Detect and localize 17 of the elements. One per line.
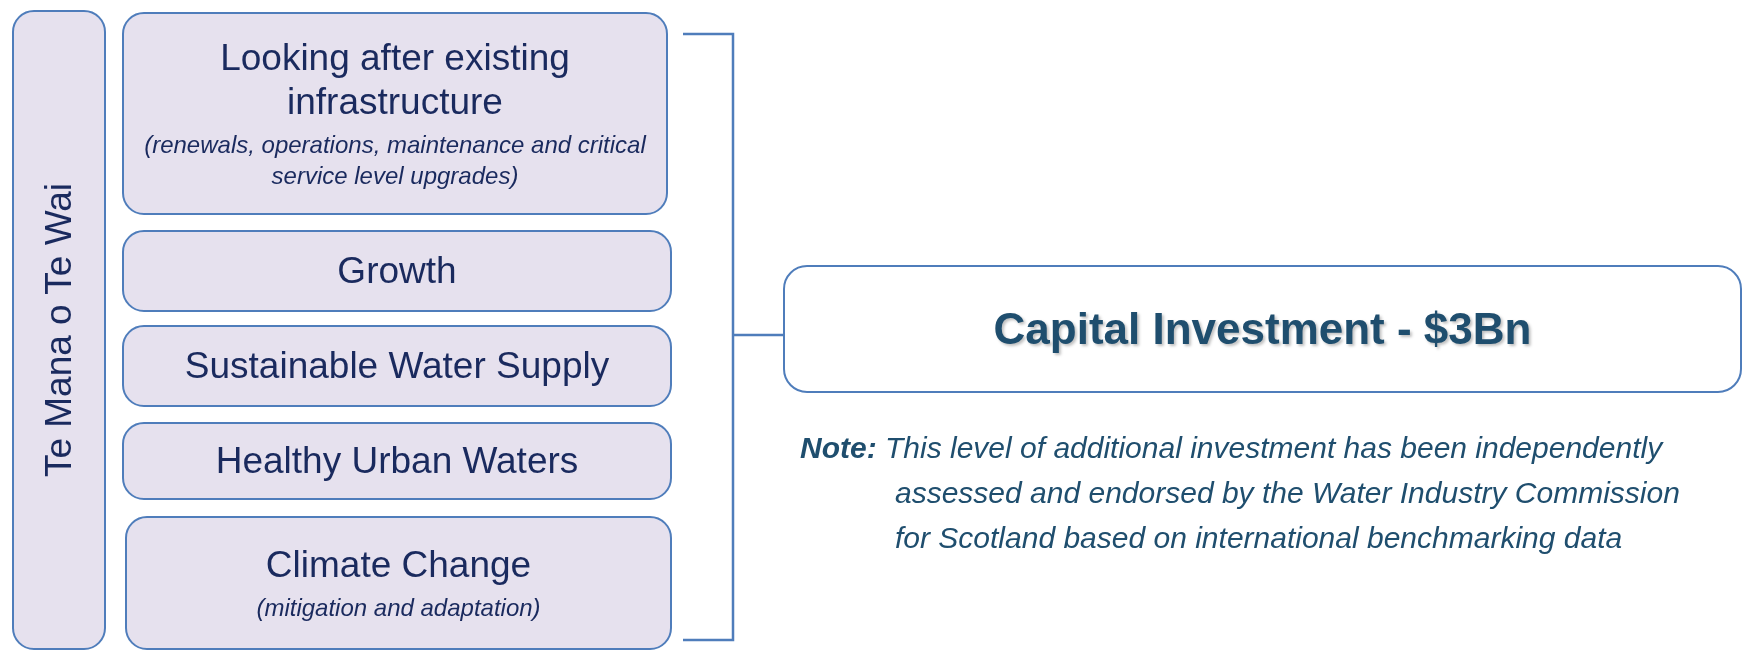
box-title: Healthy Urban Waters xyxy=(215,438,579,483)
category-box xyxy=(122,230,672,312)
box-title: Looking after existing infrastructure xyxy=(219,35,571,125)
box-title: Climate Change xyxy=(265,543,532,588)
result-box xyxy=(783,265,1742,393)
category-box xyxy=(122,12,668,215)
box-title: Growth xyxy=(337,248,457,293)
box-title: Sustainable Water Supply xyxy=(184,343,610,388)
note-text: Note: This level of additional investment has been independently assessed and endorsed by the Water Industry Commission for Scotland based on international benchmarking data xyxy=(800,430,1681,556)
category-box xyxy=(12,10,106,650)
box-title: Te Mana o Te Wai xyxy=(38,182,80,478)
box-title: Capital Investment - $3Bn xyxy=(993,304,1532,354)
category-box xyxy=(125,516,672,650)
category-box xyxy=(122,422,672,500)
category-box xyxy=(122,325,672,407)
box-subtitle: (mitigation and adaptation) xyxy=(256,592,541,623)
box-subtitle: (renewals, operations, maintenance and critical service level upgrades) xyxy=(143,129,648,191)
